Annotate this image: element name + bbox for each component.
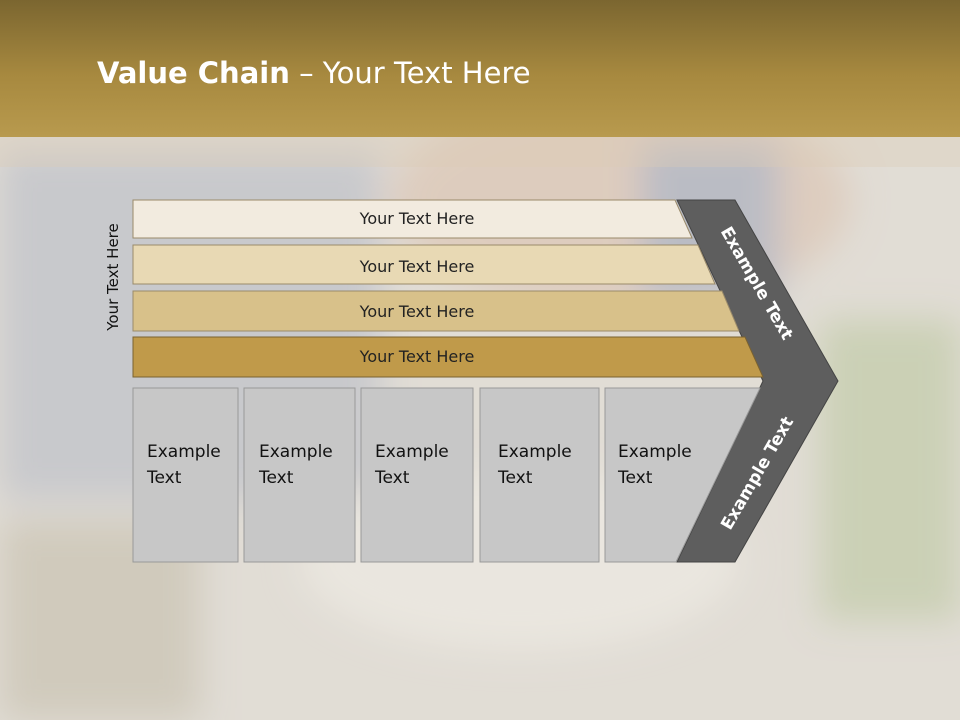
header-band [0, 0, 960, 137]
bar-2 [132, 244, 716, 285]
side-label: Your Text Here [104, 223, 122, 331]
box-1 [132, 387, 239, 563]
bar-2-label: Your Text Here [359, 257, 475, 276]
box-5 [604, 387, 761, 563]
box-2-label: Example Text [259, 442, 333, 488]
box-3 [360, 387, 474, 563]
bar-3-label: Your Text Here [359, 302, 475, 321]
title-rest: – Your Text Here [289, 56, 531, 90]
box-4-label: Example Text [498, 442, 572, 488]
box-4 [479, 387, 600, 563]
diagram-reflection [0, 565, 960, 720]
bar-1 [132, 199, 693, 239]
title-bold: Value Chain [97, 56, 290, 90]
box-1-label: Example Text [147, 442, 221, 488]
box-3-label: Example Text [375, 442, 449, 488]
bar-4 [132, 336, 764, 378]
box-2 [243, 387, 356, 563]
box-5-label: Example Text [618, 442, 692, 488]
bar-4-label: Your Text Here [359, 347, 475, 366]
bar-3 [132, 290, 740, 332]
slide-title: Value Chain – Your Text Here [97, 56, 531, 90]
bar-1-label: Your Text Here [359, 209, 475, 228]
chevron-arrow [676, 199, 839, 563]
